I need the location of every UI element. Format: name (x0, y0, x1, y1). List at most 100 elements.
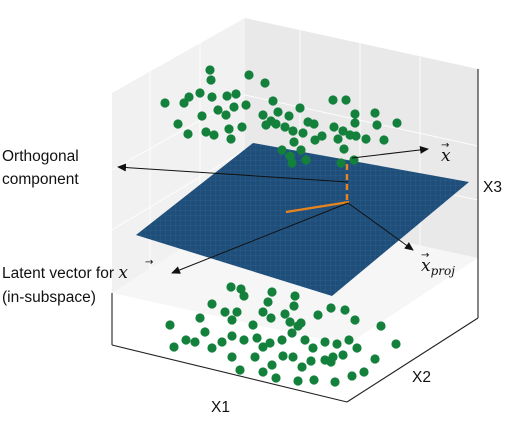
latent-label-line1: Latent vector for x (2, 263, 128, 283)
data-point (190, 337, 200, 347)
data-point (326, 357, 336, 367)
data-point (265, 338, 275, 348)
data-point (263, 297, 273, 307)
data-point (207, 299, 217, 309)
data-point (293, 376, 303, 386)
data-point (173, 119, 183, 129)
data-point (200, 327, 210, 337)
data-point (376, 321, 386, 331)
data-point (250, 352, 260, 362)
subspace-plane (136, 143, 469, 296)
data-point (229, 102, 239, 112)
data-point (350, 118, 360, 128)
orthogonal-label-line1: Orthogonal (2, 148, 79, 165)
data-point (287, 328, 297, 338)
data-point (280, 122, 290, 132)
data-point (260, 78, 270, 88)
axis-label-x3: X3 (483, 179, 502, 196)
data-point (271, 373, 281, 383)
orthogonal-label-line2: component (2, 171, 79, 188)
axis-label-x2: X2 (412, 369, 431, 386)
data-point (309, 119, 319, 129)
xproj-label: xproj (421, 256, 455, 278)
data-point (285, 151, 295, 161)
data-point (350, 315, 360, 325)
data-point (220, 307, 230, 317)
data-point (285, 317, 295, 327)
data-point (239, 291, 249, 301)
axis-label-x1: X1 (211, 399, 230, 416)
data-point (332, 339, 342, 349)
data-point (169, 342, 179, 352)
data-point (297, 362, 307, 372)
data-point (370, 108, 380, 118)
data-point (313, 310, 323, 320)
xproj-subscript: proj (431, 264, 456, 278)
data-point (266, 313, 276, 323)
data-point (289, 137, 299, 147)
data-point (287, 158, 297, 168)
data-point (359, 367, 369, 377)
lower-point-cloud (165, 282, 401, 387)
data-point (336, 158, 346, 168)
data-point (330, 377, 340, 387)
x-vector-arrow: → (441, 140, 449, 151)
data-point (268, 96, 278, 106)
data-point (328, 95, 338, 105)
data-point (252, 333, 262, 343)
data-point (258, 342, 268, 352)
data-point (244, 70, 254, 80)
data-point (308, 343, 318, 353)
data-point (296, 145, 306, 155)
data-point (267, 287, 277, 297)
data-point (197, 111, 207, 121)
arrow-orthogonal (117, 163, 349, 183)
data-point (392, 118, 402, 128)
arrow-to-xproj (347, 202, 414, 251)
data-point (277, 145, 287, 155)
data-point (236, 284, 246, 294)
data-point (183, 129, 193, 139)
data-point (320, 337, 330, 347)
xproj-symbol: x (421, 256, 431, 276)
data-point (261, 120, 271, 130)
data-point (344, 335, 354, 345)
data-point (309, 375, 319, 385)
data-point (340, 305, 350, 315)
data-point (239, 335, 249, 345)
data-point (205, 65, 215, 75)
data-point (295, 103, 305, 113)
data-point (181, 335, 191, 345)
data-point (300, 335, 310, 345)
latent-vector (285, 200, 350, 214)
arrow-latent (171, 202, 349, 274)
latent-x-symbol: x (118, 263, 128, 283)
data-point (296, 318, 306, 328)
data-point (329, 122, 339, 132)
data-point (349, 155, 359, 165)
arrow-to-x (351, 145, 429, 159)
data-point (267, 360, 277, 370)
data-point (227, 315, 237, 325)
data-point (231, 89, 241, 99)
data-point (310, 135, 320, 145)
data-point (317, 131, 327, 141)
data-point (224, 124, 234, 134)
data-point (338, 126, 348, 136)
data-point (222, 91, 232, 101)
data-point (352, 343, 362, 353)
upper-point-cloud (160, 65, 402, 168)
data-point (288, 126, 298, 136)
data-point (288, 352, 298, 362)
data-point (351, 131, 361, 141)
data-point (339, 144, 349, 154)
data-point (326, 303, 336, 313)
data-point (347, 371, 357, 381)
data-point (165, 320, 175, 330)
data-point (227, 331, 237, 341)
xproj-arrow: → (421, 250, 429, 261)
data-point (206, 75, 216, 85)
data-point (209, 130, 219, 140)
data-point (271, 119, 281, 129)
